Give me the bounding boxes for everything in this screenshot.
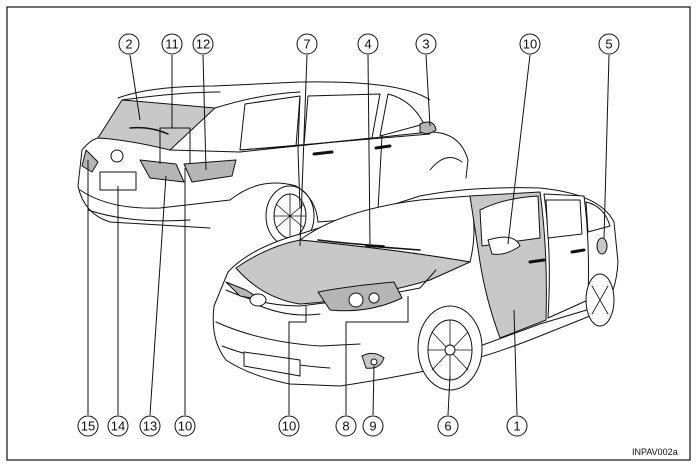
rear-car-illustration [77, 81, 469, 247]
callout-13: 13 [139, 415, 161, 437]
callout-1: 1 [506, 415, 528, 437]
callout-2: 2 [118, 33, 140, 55]
svg-text:15: 15 [81, 419, 95, 434]
figure-frame [6, 6, 691, 461]
svg-text:11: 11 [165, 37, 179, 52]
callout-8: 8 [335, 415, 357, 437]
callout-5: 5 [598, 33, 620, 55]
svg-text:4: 4 [364, 37, 371, 52]
callout-leader-lines [87, 54, 610, 416]
svg-text:13: 13 [143, 419, 157, 434]
svg-text:2: 2 [125, 37, 132, 52]
svg-text:1: 1 [513, 419, 520, 434]
callout-10-top: 10 [519, 33, 541, 55]
svg-text:14: 14 [111, 419, 125, 434]
svg-text:3: 3 [422, 37, 429, 52]
callout-15: 15 [77, 415, 99, 437]
callout-14: 14 [107, 415, 129, 437]
callout-10-front: 10 [278, 415, 300, 437]
callout-markers: 2 11 12 7 4 3 10 5 15 14 13 10 10 8 9 6 … [77, 33, 620, 437]
svg-text:10: 10 [282, 419, 296, 434]
callout-12: 12 [192, 33, 214, 55]
svg-text:9: 9 [369, 419, 376, 434]
svg-text:8: 8 [342, 419, 349, 434]
svg-text:12: 12 [196, 37, 210, 52]
front-car-illustration [212, 187, 619, 391]
svg-text:7: 7 [303, 37, 310, 52]
callout-6: 6 [437, 415, 459, 437]
callout-9: 9 [362, 415, 384, 437]
svg-text:6: 6 [444, 419, 451, 434]
svg-text:5: 5 [605, 37, 612, 52]
figure-code: INPAV002a [632, 447, 678, 457]
callout-10-rear: 10 [174, 415, 196, 437]
svg-text:10: 10 [178, 419, 192, 434]
svg-text:10: 10 [523, 37, 537, 52]
callout-3: 3 [415, 33, 437, 55]
callout-11: 11 [161, 33, 183, 55]
callout-7: 7 [296, 33, 318, 55]
callout-4: 4 [357, 33, 379, 55]
